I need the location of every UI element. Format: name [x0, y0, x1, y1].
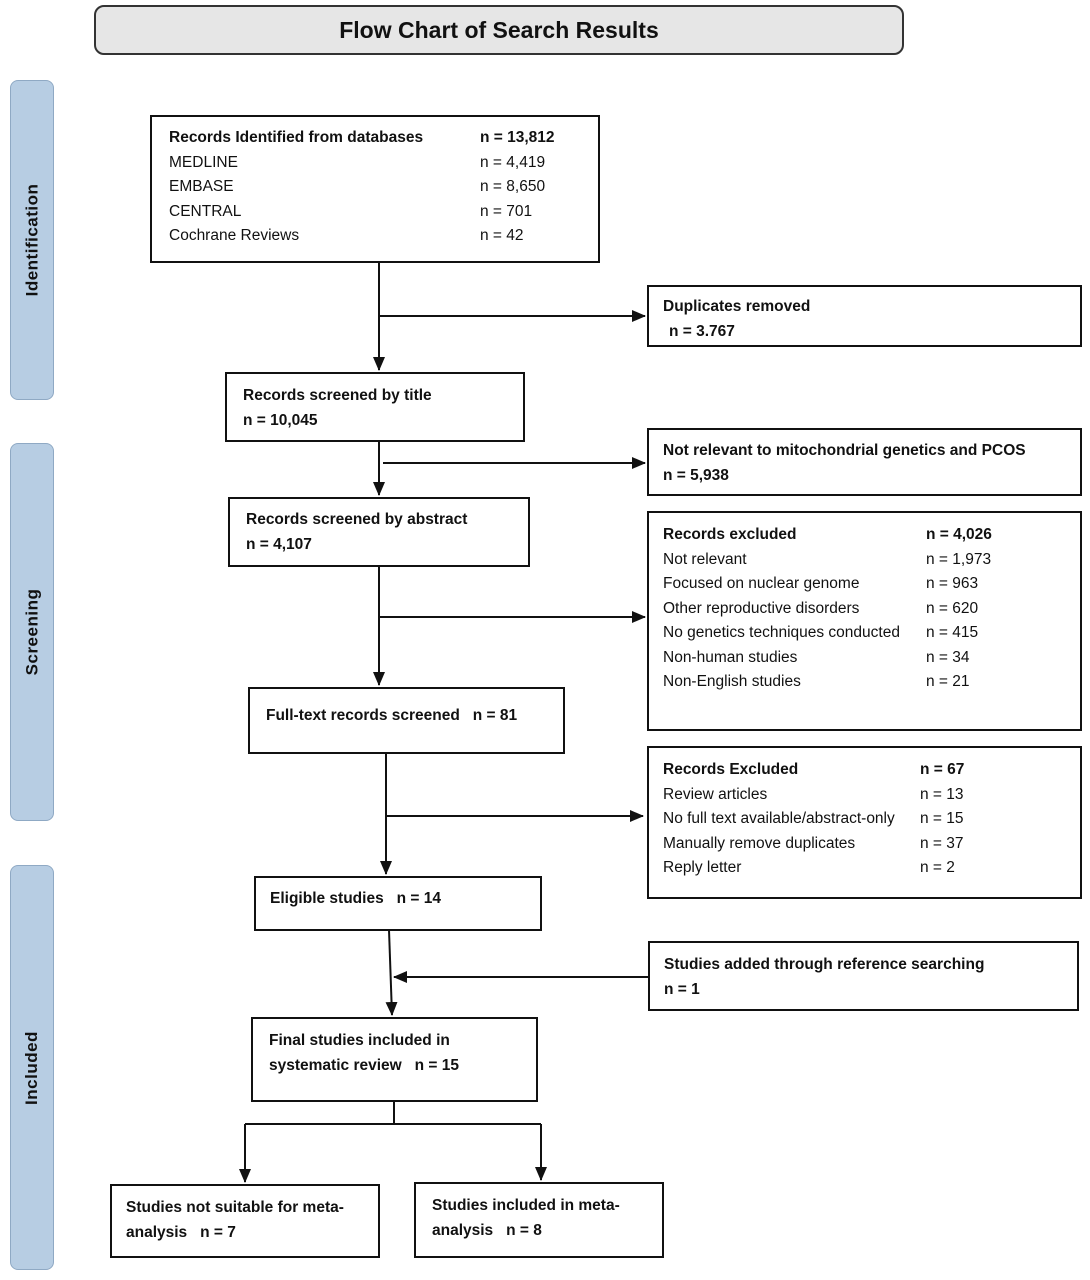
final-studies-box: Final studies included in systematic rev… — [251, 1017, 538, 1102]
not-meta-label-line2: analysis — [126, 1223, 188, 1241]
final-value: n = 15 — [414, 1056, 459, 1074]
excluded-abstract-item-value: n = 21 — [926, 673, 970, 690]
excluded-abstract-item-label: Focused on nuclear genome — [663, 575, 860, 592]
screened-abstract-label: Records screened by abstract — [246, 511, 468, 528]
excluded-abstract-item-label: Non-human studies — [663, 648, 798, 666]
not-relevant-label: Not relevant to mitochondrial genetics a… — [663, 442, 1026, 459]
identified-item-value: n = 42 — [480, 227, 524, 244]
screened-title-box: Records screened by title n = 10,045 — [225, 372, 525, 442]
identified-item-label: Cochrane Reviews — [169, 227, 300, 244]
excluded-fulltext-item-value: n = 2 — [920, 859, 955, 876]
excluded-abstract-title: Records excluded — [663, 526, 797, 543]
meta-label-line2: analysis — [432, 1221, 494, 1239]
identified-item-value: n = 8,650 — [480, 178, 546, 195]
not-meta-value: n = 7 — [200, 1223, 236, 1241]
identified-total: n = 13,812 — [480, 129, 555, 146]
not-relevant-box: Not relevant to mitochondrial genetics a… — [647, 428, 1082, 496]
final-label-line1: Final studies included in — [269, 1032, 450, 1049]
identified-item-label: EMBASE — [169, 178, 234, 195]
added-label: Studies added through reference searchin… — [664, 956, 985, 973]
excluded-fulltext-item-label: Manually remove duplicates — [663, 834, 856, 852]
excluded-fulltext-title: Records Excluded — [663, 761, 799, 778]
excluded-abstract-item-value: n = 963 — [926, 575, 979, 592]
identified-item-value: n = 701 — [480, 202, 533, 220]
not-relevant-value: n = 5,938 — [663, 466, 729, 484]
screened-title-value: n = 10,045 — [243, 411, 318, 429]
screened-abstract-value: n = 4,107 — [246, 535, 312, 553]
excluded-abstract-item-value: n = 1,973 — [926, 550, 992, 568]
meta-label-line1: Studies included in meta- — [432, 1197, 620, 1214]
excluded-fulltext-item-label: No full text available/abstract-only — [663, 810, 895, 827]
arrow-eligible-to-final — [385, 929, 398, 1016]
chart-title: Flow Chart of Search Results — [94, 5, 904, 55]
records-identified-box: Records Identified from databases n = 13,… — [150, 115, 600, 263]
screened-title-label: Records screened by title — [243, 387, 432, 404]
screened-abstract-box: Records screened by abstract n = 4,107 — [228, 497, 530, 567]
meta-box: Studies included in meta- analysis n = 8 — [414, 1182, 664, 1258]
excluded-abstract-item-label: Other reproductive disorders — [663, 599, 860, 617]
excluded-fulltext-item-label: Review articles — [663, 785, 768, 803]
excluded-abstract-item-value: n = 620 — [926, 599, 979, 617]
excluded-fulltext-item-value: n = 13 — [920, 785, 964, 803]
eligible-value: n = 14 — [396, 890, 441, 907]
excluded-abstract-item-value: n = 34 — [926, 648, 970, 666]
eligible-label: Eligible studies — [270, 890, 384, 907]
added-value: n = 1 — [664, 980, 700, 998]
excluded-abstract-item-label: Non-English studies — [663, 673, 801, 690]
excluded-fulltext-box: Records Excluded n = 67 Review articles n … — [647, 746, 1082, 899]
excluded-fulltext-item-value: n = 15 — [920, 810, 964, 827]
identified-item-label: CENTRAL — [169, 202, 242, 220]
excluded-fulltext-total: n = 67 — [920, 761, 965, 778]
excluded-abstract-item-label: Not relevant — [663, 550, 747, 568]
eligible-box: Eligible studies n = 14 — [254, 876, 542, 931]
identified-item-label: MEDLINE — [169, 153, 238, 171]
meta-value: n = 8 — [506, 1221, 542, 1239]
identified-title: Records Identified from databases — [169, 129, 424, 146]
fulltext-value: n = 81 — [472, 707, 518, 724]
fulltext-label: Full-text records screened — [266, 707, 460, 724]
phase-identification: Identification — [10, 80, 54, 400]
phase-included: Included — [10, 865, 54, 1270]
excluded-fulltext-item-label: Reply letter — [663, 859, 742, 876]
phase-screening: Screening — [10, 443, 54, 821]
duplicates-removed-box: Duplicates removed n = 3.767 — [647, 285, 1082, 347]
duplicates-value: n = 3.767 — [669, 322, 735, 340]
excluded-abstract-item-label: No genetics techniques conducted — [663, 624, 900, 641]
not-meta-box: Studies not suitable for meta- analysis … — [110, 1184, 380, 1258]
excluded-abstract-item-value: n = 415 — [926, 624, 979, 641]
duplicates-label: Duplicates removed — [663, 298, 811, 315]
excluded-fulltext-item-value: n = 37 — [920, 834, 964, 852]
excluded-abstract-box: Records excluded n = 4,026 Not relevant n … — [647, 511, 1082, 731]
final-label-line2: systematic review — [269, 1056, 402, 1074]
fulltext-box: Full-text records screened n = 81 — [248, 687, 565, 754]
not-meta-label-line1: Studies not suitable for meta- — [126, 1199, 344, 1216]
added-studies-box: Studies added through reference searchin… — [648, 941, 1079, 1011]
identified-item-value: n = 4,419 — [480, 153, 546, 171]
excluded-abstract-total: n = 4,026 — [926, 526, 992, 543]
